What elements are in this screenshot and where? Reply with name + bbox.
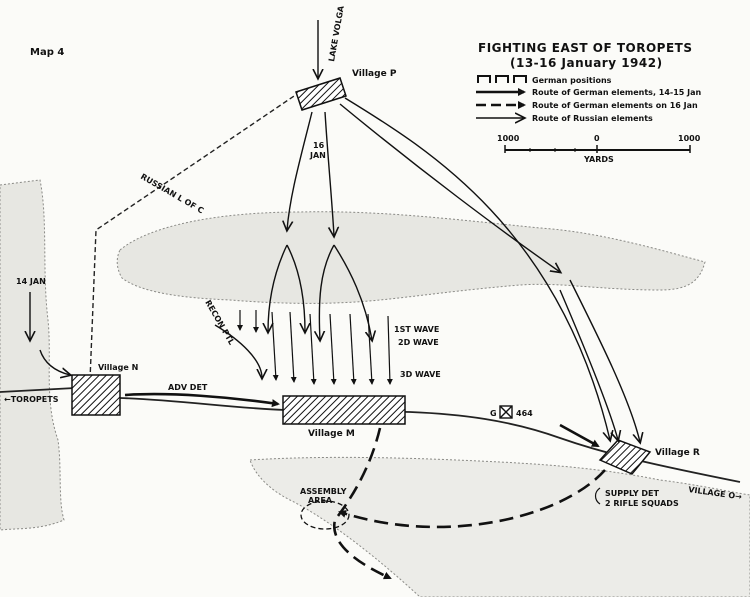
german-route-south <box>332 427 392 580</box>
russian-route-wave-2 <box>286 244 305 332</box>
scale-unit: YARDS <box>583 155 614 164</box>
russian-route-n-hook <box>39 349 70 375</box>
recon-label: RECON PTL <box>203 299 236 347</box>
village-p-label: Village P <box>352 69 397 79</box>
map-title: FIGHTING EAST OF TOROPETS <box>478 41 693 55</box>
russian-routes <box>30 20 640 442</box>
map-label: Map 4 <box>30 47 64 58</box>
russian-route-wave-3 <box>319 244 335 340</box>
jan16-line2: JAN <box>309 151 326 160</box>
village-m-label: Village M <box>308 429 355 439</box>
legend-german-14-15: Route of German elements, 14-15 Jan <box>532 88 702 97</box>
scale-right: 1000 <box>678 134 701 143</box>
road-north-west <box>89 91 301 381</box>
legend-german-positions-symbol <box>477 75 527 83</box>
supply-bracket <box>594 487 601 505</box>
german-routes-14-15 <box>124 392 600 448</box>
supply-line2: 2 RIFLE SQUADS <box>605 499 679 508</box>
legend-russian: Route of Russian elements <box>532 114 653 123</box>
russian-route-recon <box>214 324 262 378</box>
jan16-line1: 16 <box>313 141 325 150</box>
russian-route-wave-1 <box>268 244 288 332</box>
lake-volga-label: LAKE VOLGA <box>327 4 346 62</box>
russian-route-east-r <box>569 279 640 442</box>
village-n-position <box>71 374 121 416</box>
adv-det-label: ADV DET <box>168 383 208 392</box>
legend-german-positions: German positions <box>532 76 612 85</box>
wave-arrow-5 <box>309 313 317 385</box>
village-r-label: Village R <box>655 448 700 458</box>
wave-3-label: 3D WAVE <box>400 370 441 379</box>
village-n-label: Village N <box>98 363 138 372</box>
russian-route-p-far-east <box>344 97 610 440</box>
legend-symbols <box>476 75 527 118</box>
assembly-area <box>300 500 350 530</box>
height-label: 464 <box>516 409 533 418</box>
forest-west <box>0 179 65 531</box>
russian-route-east-r2 <box>559 289 618 440</box>
forest-south-east <box>249 456 750 597</box>
wave-arrow-7 <box>349 313 357 385</box>
german-positions <box>71 77 652 475</box>
village-p-position <box>295 77 347 111</box>
scale-mid: 0 <box>594 134 600 143</box>
map-subtitle: (13-16 January 1942) <box>510 56 663 70</box>
village-m-position <box>282 395 406 425</box>
wave-arrow-4 <box>289 311 297 383</box>
russian-route-p-center <box>324 111 334 236</box>
russian-route-p-east <box>339 103 560 272</box>
toropets-label: ←TOROPETS <box>4 395 59 404</box>
legend-german-16: Route of German elements on 16 Jan <box>532 101 698 110</box>
assembly-line1: ASSEMBLY <box>300 487 347 496</box>
russian-route-p-west <box>287 111 313 230</box>
wave-arrow-3 <box>271 311 279 381</box>
german-route-adv-det <box>124 392 280 408</box>
wave-arrow-8 <box>367 313 375 385</box>
wave-2-label: 2D WAVE <box>398 338 439 347</box>
point-g-label: G <box>490 409 497 418</box>
wave-1-label: 1ST WAVE <box>394 325 439 334</box>
forest-areas <box>0 179 750 597</box>
forest-central-band <box>116 211 706 304</box>
village-r-position <box>598 439 652 475</box>
jan14-label: 14 JAN <box>16 277 46 286</box>
wave-arrow-6 <box>329 313 337 385</box>
wave-arrows <box>237 310 393 385</box>
russian-route-wave-4 <box>333 244 372 340</box>
german-route-retreat <box>338 469 606 529</box>
scale-bar <box>504 145 691 153</box>
german-routes-16 <box>332 427 606 580</box>
wave-arrow-9 <box>386 315 393 385</box>
german-route-east-r <box>559 423 600 448</box>
supply-line1: SUPPLY DET <box>605 489 660 498</box>
height-marker <box>499 405 513 419</box>
scale-left: 1000 <box>497 134 520 143</box>
assembly-line2: AREA <box>308 496 333 505</box>
